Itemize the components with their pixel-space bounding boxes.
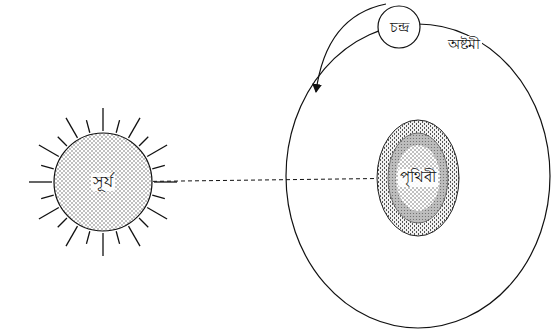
- sun-ray: [147, 145, 167, 157]
- earth-ellipse-fill: [377, 120, 459, 236]
- sun-ray: [102, 108, 103, 131]
- sun-ray: [86, 231, 89, 244]
- node-label: সূর্য: [91, 173, 115, 191]
- earth-ellipse-fill: [396, 145, 440, 211]
- earth-ellipse: পৃথিবী: [376, 119, 460, 237]
- sun-ray: [154, 181, 177, 182]
- sun-ray: [129, 226, 141, 246]
- moon-circle-fill: [378, 6, 420, 48]
- moon-orbit: [286, 24, 550, 328]
- sun-ray: [58, 137, 67, 146]
- sun-ray: [29, 181, 52, 182]
- sun-ray: [66, 226, 78, 246]
- sun-ray: [86, 120, 89, 133]
- sun-ray: [39, 208, 59, 220]
- phase-label: অষ্টমী: [446, 36, 482, 52]
- node-label: পৃথিবী: [398, 169, 438, 186]
- sun-ray: [129, 118, 141, 138]
- sunlight-line: [153, 179, 376, 182]
- sun-ray: [152, 195, 165, 198]
- sun-ray: [39, 145, 59, 157]
- sun-ray: [152, 165, 165, 168]
- sun-rays: [29, 108, 177, 256]
- orbit-direction-arrow: [316, 4, 386, 92]
- sun-ray: [58, 218, 67, 227]
- sun-ray: [139, 218, 148, 227]
- sun-ray: [66, 118, 78, 138]
- sun-ray: [116, 231, 119, 244]
- sun-ray: [102, 233, 103, 256]
- sun-circle: সূর্য: [53, 132, 153, 232]
- sun-ray: [116, 120, 119, 133]
- sun-ray: [41, 165, 54, 168]
- moon-circle: চন্দ্র: [377, 5, 421, 49]
- sun-ray: [139, 137, 148, 146]
- sun-circle-fill: [54, 133, 152, 231]
- earth-ellipse-fill: [388, 133, 448, 223]
- node-label: চন্দ্র: [388, 19, 411, 35]
- sun-ray: [147, 208, 167, 220]
- sun-ray: [41, 195, 54, 198]
